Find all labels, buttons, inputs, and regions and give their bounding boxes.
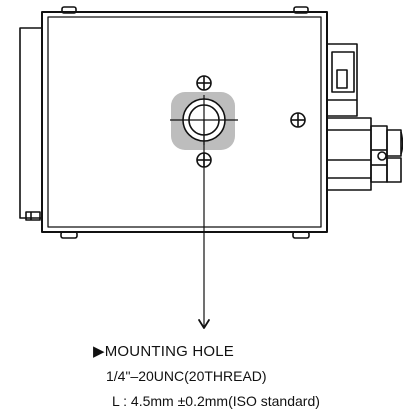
leader-line	[198, 120, 210, 329]
thread-spec: 1/4"‒20UNC(20THREAD)	[106, 368, 267, 384]
length-spec: L : 4.5mm ±0.2mm(ISO standard)	[112, 393, 320, 409]
rear-cable-connectors	[326, 117, 403, 191]
rear-connector-housing	[326, 43, 358, 117]
side-screw-icon	[290, 112, 306, 128]
upper-screw-icon	[196, 75, 212, 91]
mounting-hole-title: ▶MOUNTING HOLE	[93, 343, 235, 360]
front-flange	[19, 27, 43, 221]
